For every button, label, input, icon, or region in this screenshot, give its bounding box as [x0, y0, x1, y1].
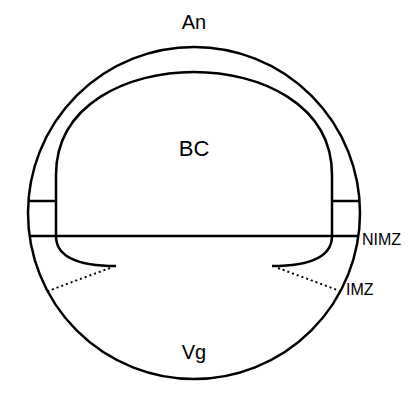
nimz-boundary — [28, 200, 56, 203]
blastopore-lip — [272, 236, 332, 266]
nimz-boundary — [332, 200, 360, 203]
pole-label: An — [182, 12, 206, 32]
zone-label: IMZ — [346, 282, 374, 298]
embryo-outline — [28, 47, 360, 379]
zone-label: NIMZ — [362, 232, 401, 248]
blastocoel-roof — [56, 72, 332, 236]
imz-boundary — [278, 268, 340, 291]
blastopore-lip — [56, 236, 116, 266]
blastocoel-floor-line — [30, 235, 359, 238]
region-label: BC — [179, 138, 210, 160]
imz-boundary — [48, 268, 110, 291]
pole-label: Vg — [182, 342, 206, 362]
